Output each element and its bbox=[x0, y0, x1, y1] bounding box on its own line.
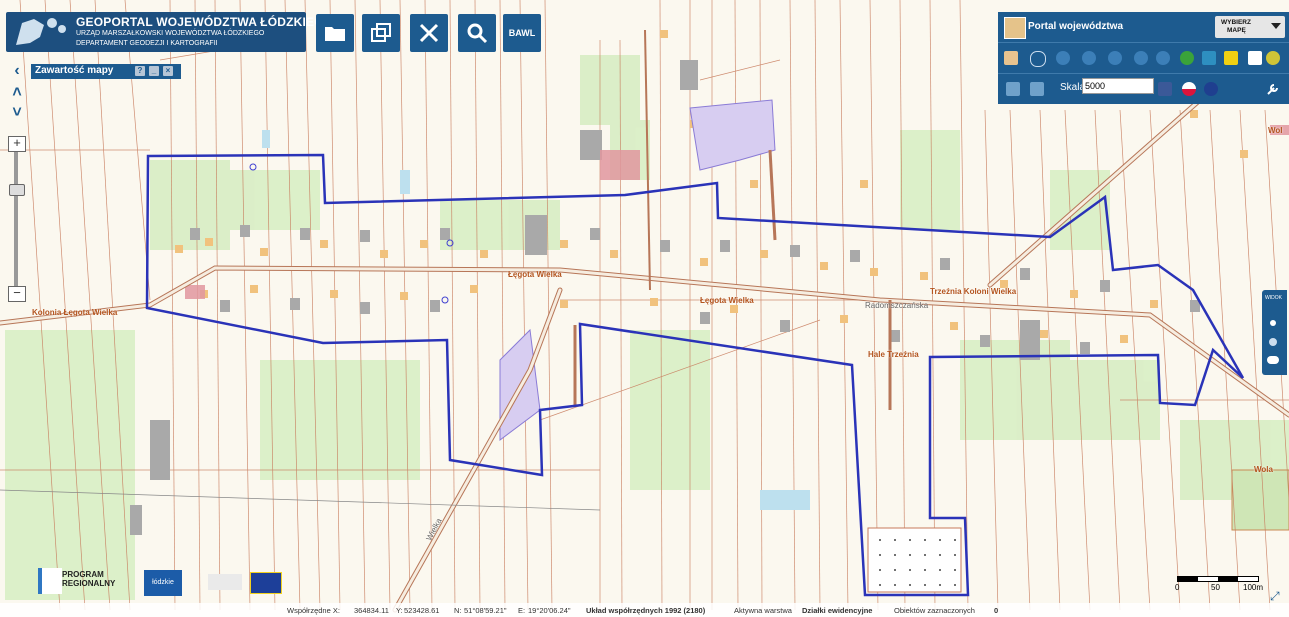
chevron-down-icon bbox=[1271, 23, 1281, 29]
union-logo-icon bbox=[208, 574, 242, 590]
layers-icon[interactable] bbox=[1006, 82, 1020, 96]
map-label: Wola bbox=[1254, 465, 1273, 474]
tools-button[interactable] bbox=[410, 14, 448, 52]
map-label: Łęgota Wielka bbox=[508, 270, 562, 279]
geoportal-logo bbox=[16, 18, 66, 45]
zoom-out-tool-icon[interactable] bbox=[1082, 51, 1096, 65]
selected-label: Obiektów zaznaczonych bbox=[894, 606, 975, 615]
scale-tick-50: 50 bbox=[1211, 583, 1220, 592]
view-label: WIDOK bbox=[1265, 295, 1282, 301]
program-label: PROGRAM bbox=[62, 570, 104, 579]
info-icon[interactable] bbox=[1180, 51, 1194, 65]
zoom-extent-icon[interactable] bbox=[1108, 51, 1122, 65]
portal-panel: Portal województwa WYBIERZ MAPĘ Skala bbox=[998, 12, 1289, 104]
settings-icon[interactable] bbox=[1266, 51, 1280, 65]
measure-icon[interactable] bbox=[1030, 51, 1046, 67]
zoom-in-tool-icon[interactable] bbox=[1056, 51, 1070, 65]
legend-icon[interactable] bbox=[1030, 82, 1044, 96]
windows-button[interactable] bbox=[362, 14, 400, 52]
tools-icon bbox=[419, 23, 439, 43]
selected-count: 0 bbox=[994, 606, 999, 615]
identify-icon[interactable] bbox=[1202, 51, 1216, 65]
zoom-slider-handle[interactable] bbox=[9, 184, 25, 196]
choose-map-label: WYBIERZ bbox=[1221, 19, 1251, 26]
arrow-up-icon[interactable]: ˄ bbox=[12, 84, 22, 101]
back-icon[interactable] bbox=[1134, 51, 1148, 65]
close-icon[interactable]: × bbox=[163, 66, 173, 76]
portal-icon bbox=[1004, 17, 1026, 39]
forward-icon[interactable] bbox=[1156, 51, 1170, 65]
app-department: DEPARTAMENT GEODEZJI I KARTOGRAFII bbox=[76, 40, 218, 47]
facebook-icon[interactable] bbox=[1158, 82, 1172, 96]
map-label: Łęgota Wielka bbox=[700, 296, 754, 305]
collapse-left-icon[interactable]: ‹ bbox=[14, 62, 20, 79]
program-logo-icon bbox=[38, 568, 62, 594]
scale-tick-0: 0 bbox=[1175, 583, 1180, 592]
coord-y: 523428.61 bbox=[404, 606, 440, 615]
map-label: Kolonia Łęgota Wielka bbox=[32, 308, 118, 317]
bawl-button[interactable]: BAWL bbox=[503, 14, 541, 52]
scale-bar: 0 50 100m bbox=[1175, 572, 1267, 596]
user-icon[interactable] bbox=[1248, 51, 1262, 65]
view-dot-icon-2[interactable] bbox=[1269, 338, 1277, 346]
active-layer: Działki ewidencyjne bbox=[802, 606, 873, 615]
eu-flag-icon bbox=[250, 572, 282, 594]
folder-button[interactable] bbox=[316, 14, 354, 52]
minimize-icon[interactable]: _ bbox=[149, 66, 159, 76]
coord-system: Układ współrzędnych 1992 (2180) bbox=[586, 606, 706, 615]
app-header: GEOPORTAL WOJEWÓDZTWA ŁÓDZKIEGO URZĄD MA… bbox=[6, 12, 333, 52]
zoom-slider-track[interactable] bbox=[14, 152, 18, 292]
regional-label: REGIONALNY bbox=[62, 579, 116, 588]
app-title: GEOPORTAL WOJEWÓDZTWA ŁÓDZKIEGO bbox=[76, 15, 334, 29]
map-content-title: Zawartość mapy bbox=[35, 65, 114, 76]
search-button[interactable] bbox=[458, 14, 496, 52]
coords-label: Współrzędne X: bbox=[287, 606, 340, 615]
windows-icon bbox=[371, 23, 391, 42]
arrow-down-icon[interactable]: ˅ bbox=[12, 104, 22, 121]
coord-x: 364834.11 bbox=[354, 606, 389, 615]
coord-n-label: N: bbox=[454, 606, 462, 615]
coord-y-label: Y: bbox=[396, 606, 403, 615]
active-layer-label: Aktywna warstwa bbox=[734, 606, 792, 615]
map-label: Hale Trzeźnia bbox=[868, 350, 919, 359]
eu-logos: PROGRAM REGIONALNY łódzkie bbox=[30, 564, 290, 600]
coord-e: 19°20'06.24" bbox=[528, 606, 571, 615]
flag-pl-icon[interactable] bbox=[1182, 82, 1196, 96]
zoom-in-button[interactable]: + bbox=[8, 136, 26, 152]
coord-e-label: E: bbox=[518, 606, 526, 615]
scale-input[interactable] bbox=[1082, 78, 1154, 94]
map-label: Radomszczańska bbox=[865, 301, 929, 310]
map-label: Wol bbox=[1268, 126, 1283, 135]
choose-map-label-2: MAPĘ bbox=[1227, 27, 1246, 34]
rotate-icon[interactable]: ⤢ bbox=[1270, 589, 1280, 603]
scale-tick-100: 100m bbox=[1243, 583, 1264, 592]
pan-icon[interactable] bbox=[1004, 51, 1018, 65]
print-icon[interactable] bbox=[1224, 51, 1238, 65]
folder-icon bbox=[325, 27, 345, 41]
help-icon[interactable]: ? bbox=[135, 66, 145, 76]
status-bar: Współrzędne X: 364834.11 Y: 523428.61 N:… bbox=[0, 603, 1289, 617]
view-side-panel[interactable]: WIDOK bbox=[1262, 290, 1287, 375]
map-label: Trzeźnia Koloni Wielka bbox=[930, 287, 1017, 296]
map-content-panel[interactable]: Zawartość mapy ? _ × bbox=[31, 64, 181, 79]
view-dot-icon[interactable] bbox=[1270, 320, 1276, 326]
scale-label: Skala bbox=[1060, 82, 1086, 93]
search-icon bbox=[467, 23, 488, 44]
flag-en-icon[interactable] bbox=[1204, 82, 1218, 96]
app-subtitle: URZĄD MARSZAŁKOWSKI WOJEWÓDZTWA ŁÓDZKIEG… bbox=[76, 30, 265, 37]
region-logo: łódzkie bbox=[144, 570, 182, 596]
zoom-out-button[interactable]: − bbox=[8, 286, 26, 302]
wrench-icon[interactable] bbox=[1266, 82, 1280, 96]
eye-icon[interactable] bbox=[1267, 356, 1279, 364]
choose-map-select[interactable]: WYBIERZ MAPĘ bbox=[1215, 16, 1285, 38]
portal-title: Portal województwa bbox=[1028, 21, 1124, 32]
coord-n: 51°08'59.21" bbox=[464, 606, 507, 615]
